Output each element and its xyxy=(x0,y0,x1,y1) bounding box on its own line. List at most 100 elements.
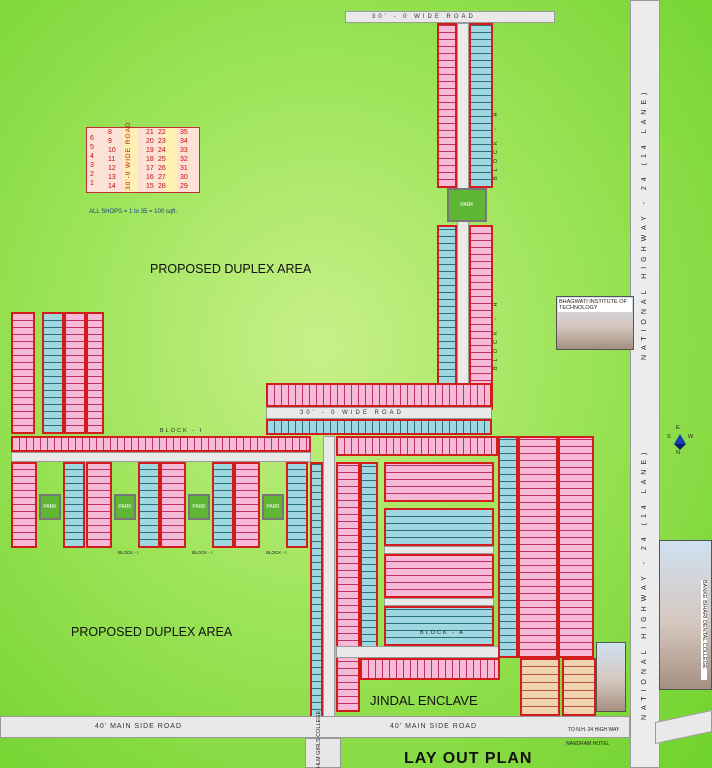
central-road-1 xyxy=(384,546,494,554)
shop-number[interactable]: 17 xyxy=(146,165,154,172)
east-strip-1[interactable] xyxy=(498,436,518,658)
central-block-2[interactable] xyxy=(384,508,494,546)
shop-number[interactable]: 24 xyxy=(158,147,166,154)
shop-number[interactable]: 13 xyxy=(108,174,116,181)
central-road-3 xyxy=(336,646,506,658)
shops-grid[interactable] xyxy=(86,127,200,193)
east-strip-2[interactable] xyxy=(518,436,558,658)
mid-road-label: 30' - 0 WIDE ROAD xyxy=(300,410,404,416)
central-vertical-road xyxy=(323,436,335,718)
central-block-1[interactable] xyxy=(384,462,494,502)
central-strip-b[interactable] xyxy=(360,462,378,657)
shop-number[interactable]: 1 xyxy=(90,180,94,187)
central-left-strip[interactable] xyxy=(310,462,323,718)
shop-number[interactable]: 12 xyxy=(108,165,116,172)
block-i-sub-label: BLOCK - I xyxy=(192,550,213,555)
shop-number[interactable]: 30 xyxy=(180,174,188,181)
block-h-north-left[interactable] xyxy=(437,23,457,188)
lower-block-right[interactable] xyxy=(63,462,85,548)
shop-number[interactable]: 21 xyxy=(146,129,154,136)
shop-number[interactable]: 35 xyxy=(180,129,188,136)
hotel-photo xyxy=(596,642,626,712)
shop-number[interactable]: 29 xyxy=(180,183,188,190)
shop-number[interactable]: 5 xyxy=(90,144,94,151)
shop-number[interactable]: 33 xyxy=(180,147,188,154)
shop-number[interactable]: 8 xyxy=(108,129,112,136)
shop-number[interactable]: 27 xyxy=(158,174,166,181)
highway-label-upper: NATIONAL HIGHWAY - 24 (14 LANE) xyxy=(641,87,648,360)
central-block-3[interactable] xyxy=(384,554,494,598)
shop-number[interactable]: 6 xyxy=(90,135,94,142)
east-strip-3[interactable] xyxy=(558,436,594,658)
block-h-label-2: BLOCK - H xyxy=(493,297,499,370)
central-strip-a[interactable] xyxy=(336,462,360,712)
compass-s: S xyxy=(667,434,671,440)
top-road-label: 30' - 0 WIDE ROAD xyxy=(372,14,476,20)
hlm-college-box xyxy=(305,738,341,768)
shop-number[interactable]: 2 xyxy=(90,171,94,178)
banke-bihari-label: BANKE BIHARI DENTAL COLLEGE xyxy=(701,580,707,680)
shop-number[interactable]: 11 xyxy=(108,156,116,163)
shop-number[interactable]: 32 xyxy=(180,156,188,163)
main-side-road xyxy=(0,716,630,738)
lower-block-right[interactable] xyxy=(212,462,234,548)
shop-number[interactable]: 31 xyxy=(180,165,188,172)
duplex-area-top: PROPOSED DUPLEX AREA xyxy=(150,262,312,276)
jindal-enclave-label: JINDAL ENCLAVE xyxy=(370,693,478,708)
east-bottom-block-1[interactable] xyxy=(520,658,560,716)
hlm-college-label: HLM GIRLS COLLEGE xyxy=(316,710,322,768)
shop-number[interactable]: 3 xyxy=(90,162,94,169)
shop-number[interactable]: 19 xyxy=(146,147,154,154)
shop-number[interactable]: 4 xyxy=(90,153,94,160)
lower-block-right[interactable] xyxy=(286,462,308,548)
shop-number[interactable]: 10 xyxy=(108,147,116,154)
map-title: LAY OUT PLAN xyxy=(404,750,533,767)
shop-number[interactable]: 25 xyxy=(158,156,166,163)
lower-block-left[interactable] xyxy=(160,462,186,548)
shops-road-strip-2 xyxy=(163,128,177,192)
shop-number[interactable]: 20 xyxy=(146,138,154,145)
duplex-area-bottom: PROPOSED DUPLEX AREA xyxy=(71,625,233,639)
shop-number[interactable]: 28 xyxy=(158,183,166,190)
shop-number[interactable]: 23 xyxy=(158,138,166,145)
main-road-label-left: 40' MAIN SIDE ROAD xyxy=(95,723,183,730)
shop-number[interactable]: 18 xyxy=(146,156,154,163)
east-bottom-block-2[interactable] xyxy=(562,658,596,716)
lower-block-left[interactable] xyxy=(234,462,260,548)
block-h-south-left[interactable] xyxy=(437,225,457,385)
shops-road-label: 30'-0 WIDE ROAD xyxy=(125,121,132,190)
west-block-strip-2[interactable] xyxy=(42,312,64,434)
lower-block-left[interactable] xyxy=(11,462,37,548)
block-h-south-right[interactable] xyxy=(469,225,493,410)
block-mid-north[interactable] xyxy=(266,383,492,407)
north-park: PARK xyxy=(447,188,487,222)
shop-number[interactable]: 22 xyxy=(158,129,166,136)
west-block-strip-4[interactable] xyxy=(86,312,104,434)
block-h-north-right[interactable] xyxy=(469,23,493,188)
shop-number[interactable]: 34 xyxy=(180,138,188,145)
compass-e: E xyxy=(676,425,680,431)
block-i-road xyxy=(11,452,311,462)
shops-road-strip xyxy=(123,128,137,192)
mid-road xyxy=(266,407,492,419)
block-i-sub-label: BLOCK - I xyxy=(118,550,139,555)
shop-number[interactable]: 15 xyxy=(146,183,154,190)
shop-number[interactable]: 9 xyxy=(108,138,112,145)
top-road xyxy=(345,11,555,23)
central-block-4[interactable] xyxy=(384,606,494,646)
west-block-strip-1[interactable] xyxy=(11,312,35,434)
block-i-strip[interactable] xyxy=(11,436,311,452)
shop-number[interactable]: 16 xyxy=(146,174,154,181)
block-mid-south[interactable] xyxy=(266,419,492,435)
west-block-strip-3[interactable] xyxy=(64,312,86,434)
block-h-label-1: BLOCK - H xyxy=(493,107,499,180)
hotel-label: NANDRAM HOTEL xyxy=(566,741,610,747)
central-road-2 xyxy=(384,598,494,606)
lower-block-right[interactable] xyxy=(138,462,160,548)
central-top-row[interactable] xyxy=(336,436,498,456)
shop-number[interactable]: 26 xyxy=(158,165,166,172)
central-bottom-row[interactable] xyxy=(360,658,500,680)
lower-block-left[interactable] xyxy=(86,462,112,548)
shop-number[interactable]: 14 xyxy=(108,183,116,190)
